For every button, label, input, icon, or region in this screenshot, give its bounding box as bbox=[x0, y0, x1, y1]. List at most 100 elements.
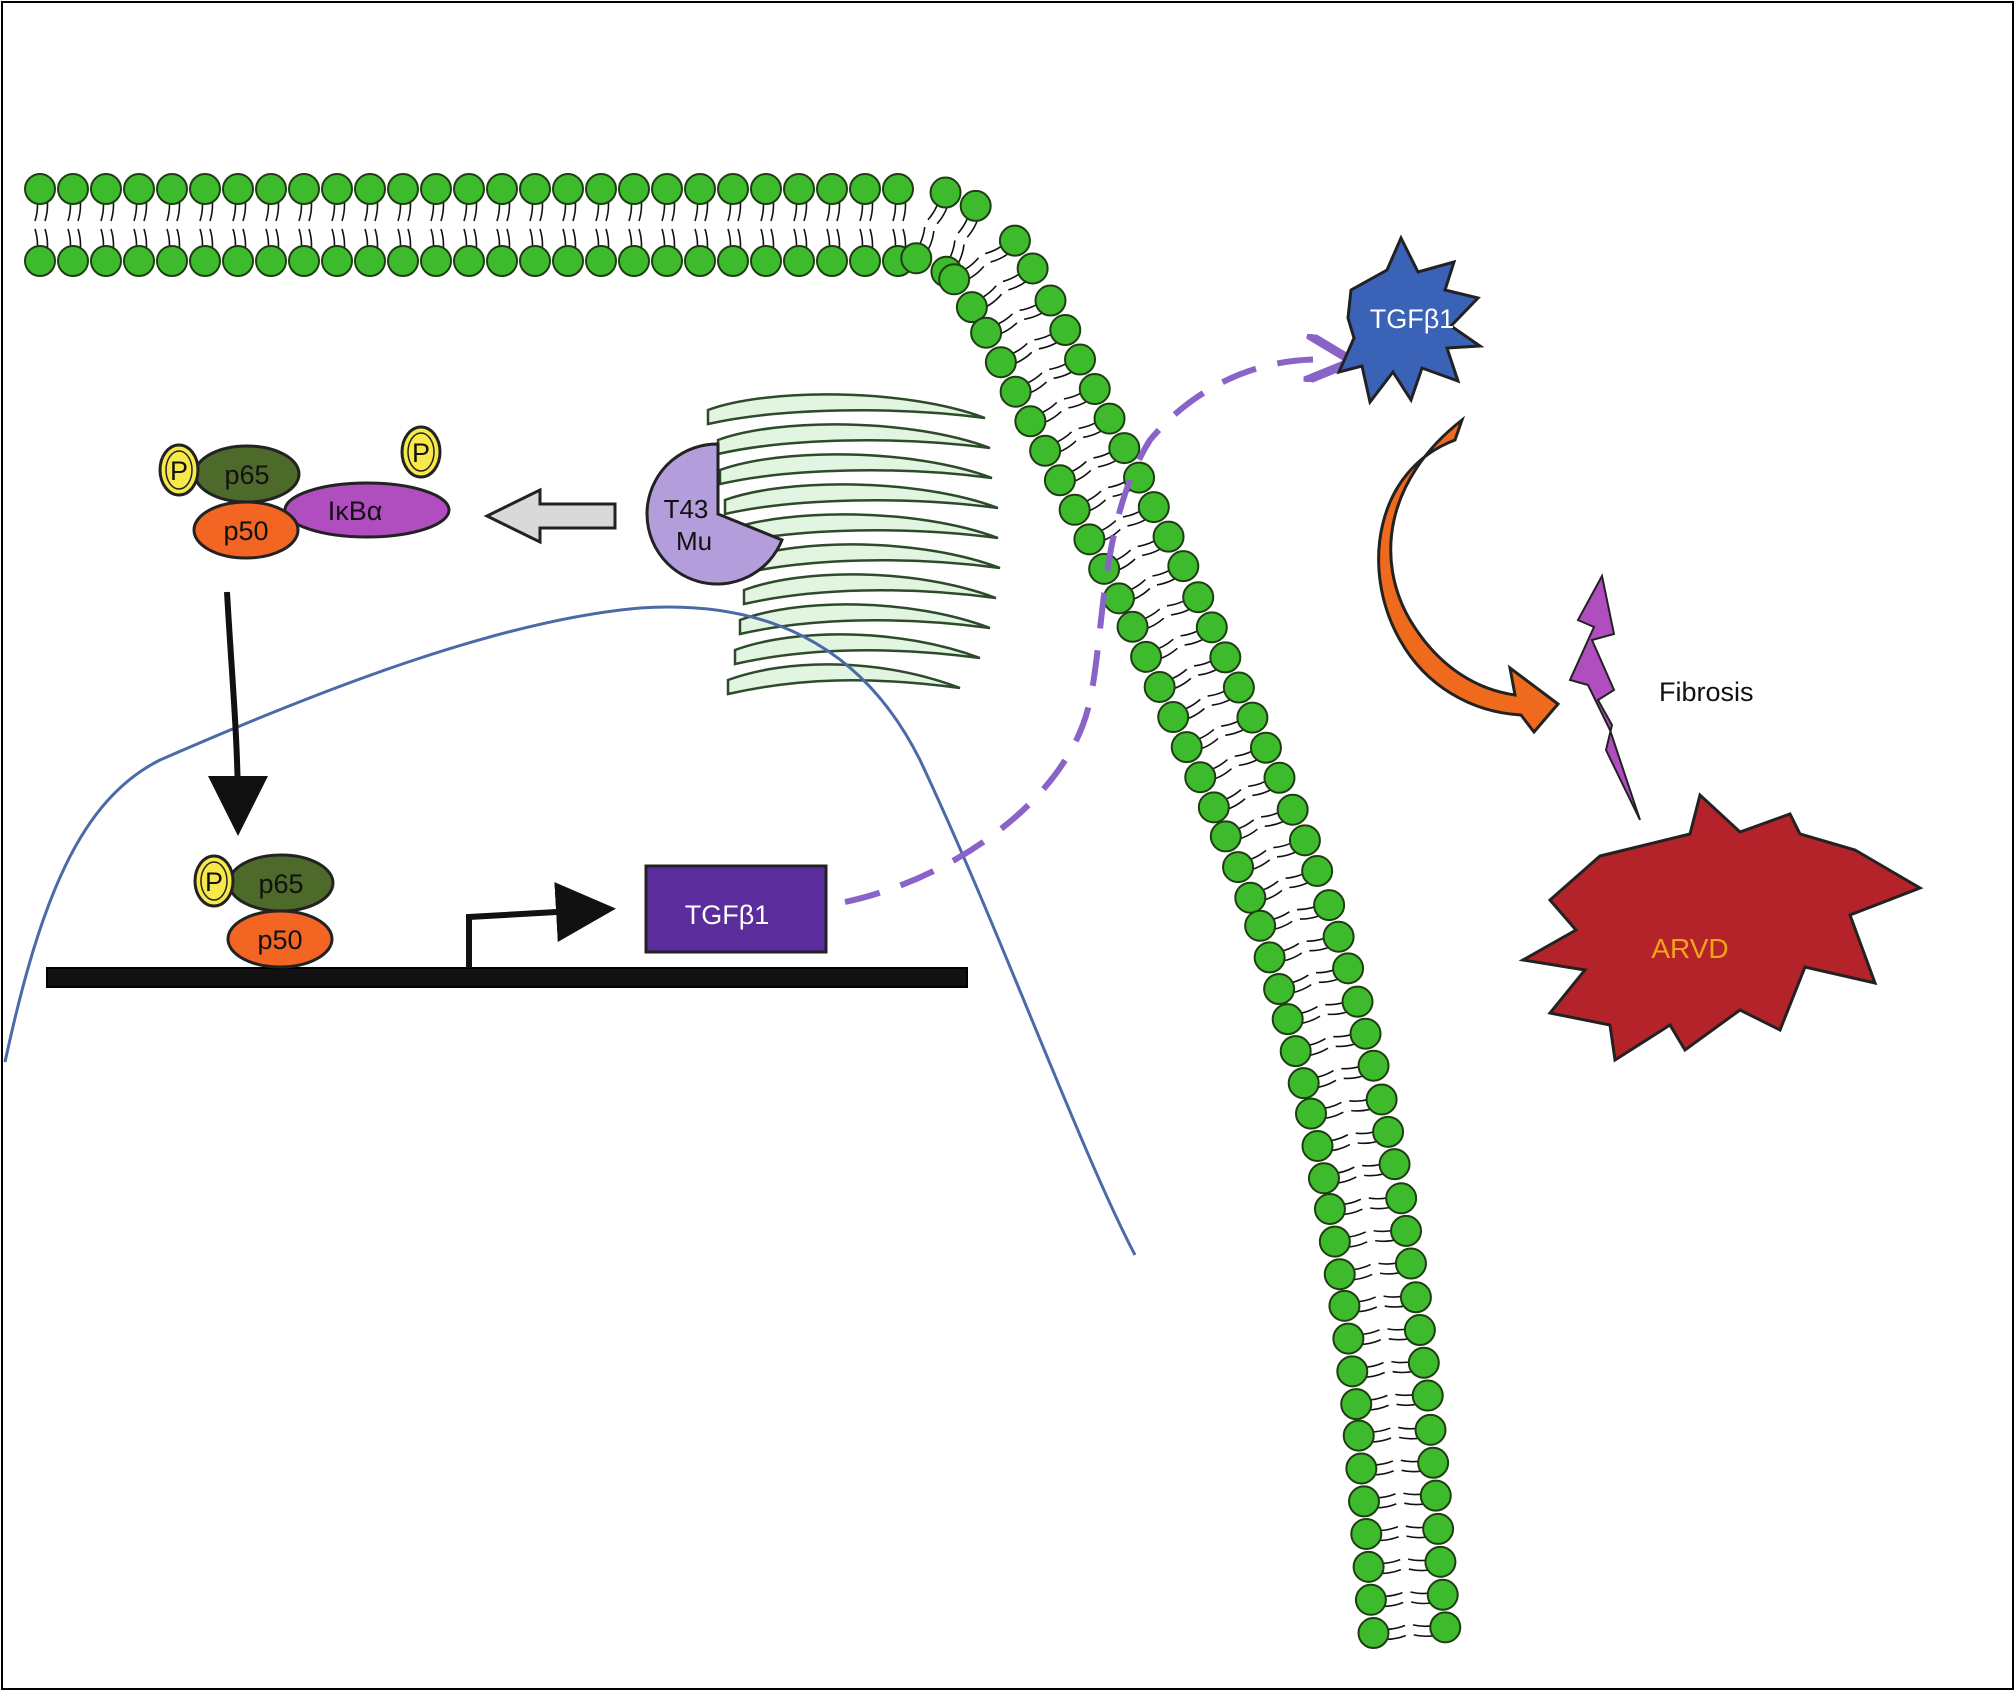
lipid-head bbox=[1152, 520, 1185, 553]
tgfb1-secreted: TGFβ1 bbox=[1336, 234, 1485, 406]
er-stack bbox=[706, 393, 1001, 696]
lipid-head bbox=[651, 173, 683, 205]
lipid-head bbox=[453, 245, 485, 277]
lipid-head bbox=[1170, 731, 1203, 764]
lipid-head bbox=[1407, 1346, 1440, 1379]
lipid-head bbox=[90, 173, 122, 205]
lipid-head bbox=[1372, 1115, 1405, 1148]
lipid-head bbox=[57, 245, 89, 277]
arvd-label: ARVD bbox=[1651, 933, 1728, 964]
er-cisterna bbox=[718, 453, 993, 486]
lipid-head bbox=[1236, 701, 1269, 734]
lipid-head bbox=[255, 245, 287, 277]
lipid-head bbox=[189, 173, 221, 205]
lipid-head bbox=[1378, 1148, 1411, 1181]
fibrosis-curved-arrow bbox=[1377, 415, 1561, 735]
lipid-head bbox=[1249, 731, 1282, 764]
lipid-head bbox=[1209, 820, 1242, 853]
lipid-head bbox=[57, 173, 89, 205]
p50-label-bottom: p50 bbox=[257, 925, 302, 955]
lipid-head bbox=[1073, 523, 1106, 556]
lipid-head bbox=[1390, 1214, 1423, 1247]
lipid-head bbox=[453, 173, 485, 205]
lipid-head bbox=[1313, 1192, 1346, 1225]
lipid-head bbox=[1222, 851, 1255, 884]
lipid-head bbox=[156, 173, 188, 205]
lipid-head bbox=[1352, 1550, 1385, 1583]
lipid-head bbox=[1034, 284, 1067, 317]
lipid-head bbox=[1108, 432, 1141, 465]
lipid-head bbox=[288, 245, 320, 277]
lipid-head bbox=[1345, 1452, 1378, 1485]
tgfb1-gene-label: TGFβ1 bbox=[685, 900, 770, 930]
lipid-head bbox=[1424, 1545, 1457, 1578]
lipid-head bbox=[1123, 461, 1156, 494]
lipid-head bbox=[717, 173, 749, 205]
activation-arrow bbox=[483, 487, 617, 545]
lipid-head bbox=[519, 173, 551, 205]
lipid-head bbox=[816, 245, 848, 277]
lipid-head bbox=[1182, 581, 1215, 614]
lipid-head bbox=[1318, 1225, 1351, 1258]
lipid-head bbox=[552, 245, 584, 277]
lipid-head bbox=[1336, 1355, 1369, 1388]
lipid-head bbox=[1287, 1067, 1320, 1100]
lipid-head bbox=[1357, 1617, 1390, 1650]
lipid-head bbox=[1323, 1258, 1356, 1291]
lipid-head bbox=[1301, 1129, 1334, 1162]
nuclear-envelope bbox=[3, 605, 1137, 1256]
lipid-head bbox=[1064, 343, 1097, 376]
lipid-head bbox=[1049, 314, 1082, 347]
lipid-head bbox=[1130, 640, 1163, 673]
er-cisterna bbox=[716, 423, 991, 456]
lipid-head bbox=[255, 173, 287, 205]
lipid-head bbox=[1253, 941, 1286, 974]
lipid-head bbox=[552, 173, 584, 205]
lipid-head bbox=[1399, 1281, 1432, 1314]
arvd-outcome: ARVD bbox=[1518, 792, 1924, 1063]
lipid-head bbox=[354, 173, 386, 205]
er-cisterna bbox=[738, 543, 1001, 576]
lipid-head bbox=[288, 173, 320, 205]
lipid-head bbox=[1167, 550, 1200, 583]
lipid-head bbox=[938, 263, 971, 296]
lipid-head bbox=[1385, 1182, 1418, 1215]
lipid-head bbox=[1365, 1083, 1398, 1116]
lipid-head bbox=[90, 245, 122, 277]
lipid-head bbox=[1313, 889, 1346, 922]
lipid-head bbox=[1279, 1035, 1312, 1068]
lipid-head bbox=[1271, 1003, 1304, 1036]
lipid-head bbox=[1184, 761, 1217, 794]
phosphate-label-left-top: P bbox=[170, 456, 188, 486]
lipid-head bbox=[783, 173, 815, 205]
lipid-head bbox=[750, 173, 782, 205]
lipid-head bbox=[519, 245, 551, 277]
dna-strand bbox=[46, 967, 968, 988]
lipid-head bbox=[123, 245, 155, 277]
lipid-head bbox=[970, 316, 1003, 349]
lipid-head bbox=[1263, 973, 1296, 1006]
lipid-head bbox=[1419, 1479, 1452, 1512]
lipid-head bbox=[1350, 1517, 1383, 1550]
er-cisterna bbox=[706, 393, 986, 426]
p50-label-top: p50 bbox=[223, 516, 268, 546]
lipid-head bbox=[1093, 402, 1126, 435]
lipid-head bbox=[1342, 1419, 1375, 1452]
lipid-head bbox=[24, 245, 56, 277]
lipid-head bbox=[585, 173, 617, 205]
nfkb-nuclear-complex: p65 p50 P bbox=[193, 853, 335, 969]
lipid-head bbox=[1301, 854, 1334, 887]
tgfb1-gene: TGFβ1 bbox=[644, 864, 828, 954]
lipid-head bbox=[1341, 985, 1374, 1018]
lipid-head bbox=[1328, 1289, 1361, 1322]
lipid-head bbox=[123, 173, 155, 205]
lipid-head bbox=[486, 173, 518, 205]
tmem43-mutant: T43 Mu bbox=[645, 442, 784, 586]
lipid-head bbox=[1422, 1512, 1455, 1545]
lipid-head bbox=[1429, 1611, 1462, 1644]
lipid-head bbox=[354, 245, 386, 277]
lipid-head bbox=[998, 224, 1031, 257]
lipid-head bbox=[750, 245, 782, 277]
translocation-arrow bbox=[207, 591, 268, 836]
